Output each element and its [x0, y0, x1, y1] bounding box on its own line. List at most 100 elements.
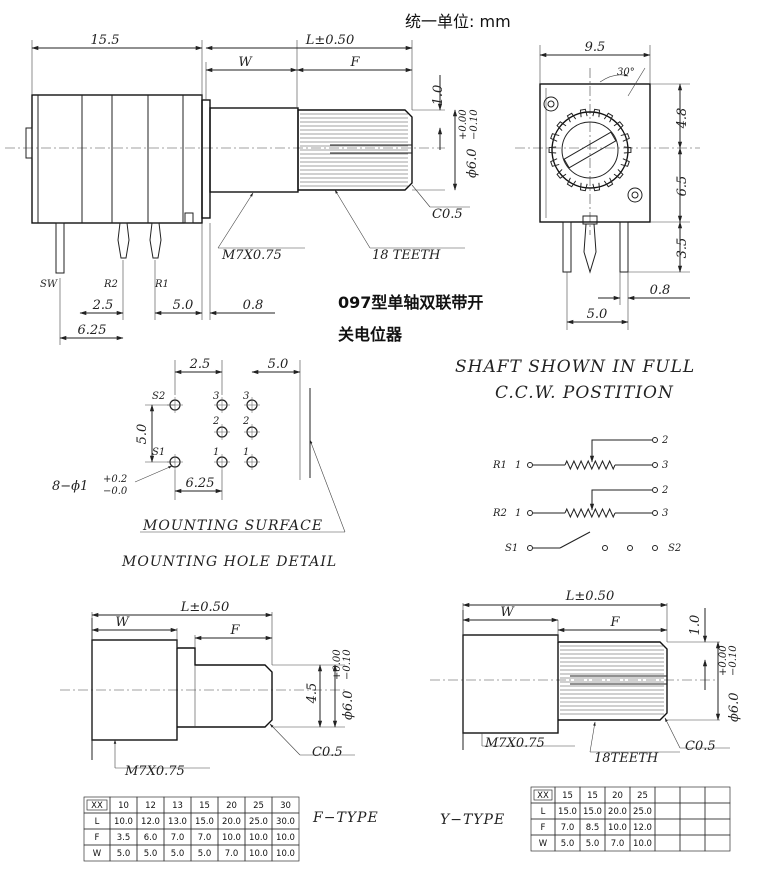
pin-r2 — [117, 222, 130, 259]
table-cell: 8.5 — [586, 823, 600, 833]
f-dim-W: W — [115, 615, 130, 630]
hole-num-1a: 1 — [213, 447, 219, 458]
y-dim-flat: 1.0 — [688, 615, 703, 636]
pin-r1 — [149, 222, 162, 259]
table-cell: 5.0 — [117, 849, 131, 859]
y-tol-upper: +0.00 — [718, 645, 729, 676]
unit-note: 统一单位: mm — [405, 12, 511, 31]
table-cell: 5.0 — [561, 839, 575, 849]
table-cell: 20.0 — [608, 807, 627, 817]
schem-r1-t3: 3 — [662, 460, 668, 471]
bushing — [209, 107, 299, 193]
tol-lower: −0.10 — [469, 109, 480, 140]
table-header-cell: 30 — [280, 801, 291, 811]
dim-3-5: 3.5 — [675, 238, 690, 259]
schem-r1-t2: 2 — [661, 435, 668, 446]
table-header-cell: 10 — [118, 801, 129, 811]
f-thread: M7X0.75 — [124, 764, 185, 779]
table-header-cell: 15 — [562, 791, 573, 801]
table-cell: 15.0 — [195, 817, 214, 827]
angle-30: 30° — [617, 67, 635, 78]
dim-5-0: 5.0 — [173, 298, 194, 313]
side-body — [539, 83, 651, 223]
table-cell: 10.0 — [222, 833, 241, 843]
f-tol-upper: +0.00 — [332, 649, 343, 680]
pot-body — [31, 94, 203, 224]
table-cell: 25.0 — [249, 817, 268, 827]
hole-dim-2-5: 2.5 — [189, 357, 211, 372]
mounting-surface-label: MOUNTING SURFACE — [142, 518, 323, 534]
y-dim-W: W — [500, 605, 515, 620]
table-cell: 20.0 — [222, 817, 241, 827]
table-header-cell: 20 — [226, 801, 237, 811]
hole-s2: S2 — [152, 391, 165, 402]
table-cell: 5.0 — [144, 849, 158, 859]
table-cell: 10.0 — [249, 849, 268, 859]
f-dim-F: F — [229, 623, 240, 638]
dim-W: W — [238, 55, 253, 70]
schematic-caption-2: C.C.W. POSTITION — [495, 383, 674, 403]
table-header-cell: 15 — [587, 791, 598, 801]
y-shaft — [558, 641, 668, 721]
table-cell: 10.0 — [608, 823, 627, 833]
schematic-caption-1: SHAFT SHOWN IN FULL — [455, 357, 695, 377]
table-header-cell: 25 — [637, 791, 648, 801]
f-dim-L: L±0.50 — [180, 600, 229, 615]
side-view: 9.5 30° 4.8 6.5 3.5 0.8 5.0 — [515, 40, 700, 330]
dim-0-8: 0.8 — [243, 298, 264, 313]
table-cell: 25.0 — [633, 807, 652, 817]
hole-num-3a: 3 — [213, 391, 219, 402]
y-thread: M7X0.75 — [484, 736, 545, 751]
table-cell: 7.0 — [561, 823, 575, 833]
hole-num-1b: 1 — [243, 447, 249, 458]
dim-F: F — [349, 55, 360, 70]
table-cell: W — [539, 839, 548, 849]
f-type-view: L±0.50 W F 4.5 ϕ6.0 +0.00 −0.10 C0.5 M7X… — [60, 600, 378, 862]
dim-body-length: 15.5 — [91, 33, 120, 48]
hole-detail-caption: MOUNTING HOLE DETAIL — [121, 554, 337, 570]
y-dim-L: L±0.50 — [565, 589, 614, 604]
f-shaft-dia: ϕ6.0 — [341, 690, 356, 720]
table-cell: 5.0 — [198, 849, 212, 859]
mounting-hole-detail: 2.5 5.0 5.0 S2 S1 3 3 2 2 1 1 8−ϕ1 +0.2 … — [52, 357, 346, 570]
table-cell: F — [95, 833, 100, 843]
hole-dim-5-0: 5.0 — [268, 357, 289, 372]
schem-r2: R2 — [492, 508, 507, 519]
table-cell: F — [541, 823, 546, 833]
y-type-label: Y−TYPE — [440, 812, 505, 828]
dim-width-9-5: 9.5 — [585, 40, 606, 55]
thread-label: M7X0.75 — [221, 248, 282, 263]
table-cell: 10.0 — [276, 833, 295, 843]
title-line1: 097型单轴双联带开 — [338, 293, 483, 312]
f-dim-4-5: 4.5 — [305, 683, 320, 705]
table-cell: 3.5 — [117, 833, 131, 843]
schem-r1: R1 — [492, 460, 507, 471]
table-cell: 12.0 — [141, 817, 160, 827]
table-header-cell: 25 — [253, 801, 264, 811]
table-cell: 7.0 — [225, 849, 239, 859]
y-teeth-label: 18TEETH — [594, 751, 659, 766]
table-cell: 7.0 — [198, 833, 212, 843]
table-cell: 13.0 — [168, 817, 187, 827]
table-cell: 15.0 — [558, 807, 577, 817]
table-cell: 10.0 — [276, 849, 295, 859]
table-cell: 30.0 — [276, 817, 295, 827]
table-header-cell: XX — [537, 791, 549, 801]
rotor-gear — [551, 111, 629, 189]
table-cell: 7.0 — [171, 833, 185, 843]
schem-r2-t3: 3 — [662, 508, 668, 519]
pin-label-sw: SW — [40, 279, 58, 290]
hole-s1: S1 — [152, 447, 165, 458]
dim-4-8: 4.8 — [675, 108, 690, 130]
dim-2-5: 2.5 — [92, 298, 114, 313]
table-cell: 10.0 — [114, 817, 133, 827]
hole-dim-v-5-0: 5.0 — [135, 424, 150, 445]
knurled-shaft — [297, 109, 413, 191]
schematic: SHAFT SHOWN IN FULL C.C.W. POSTITION R1 … — [455, 357, 695, 554]
table-cell: 10.0 — [633, 839, 652, 849]
side-dim-5-0: 5.0 — [587, 307, 608, 322]
table-cell: 5.0 — [171, 849, 185, 859]
table-cell: W — [93, 849, 102, 859]
